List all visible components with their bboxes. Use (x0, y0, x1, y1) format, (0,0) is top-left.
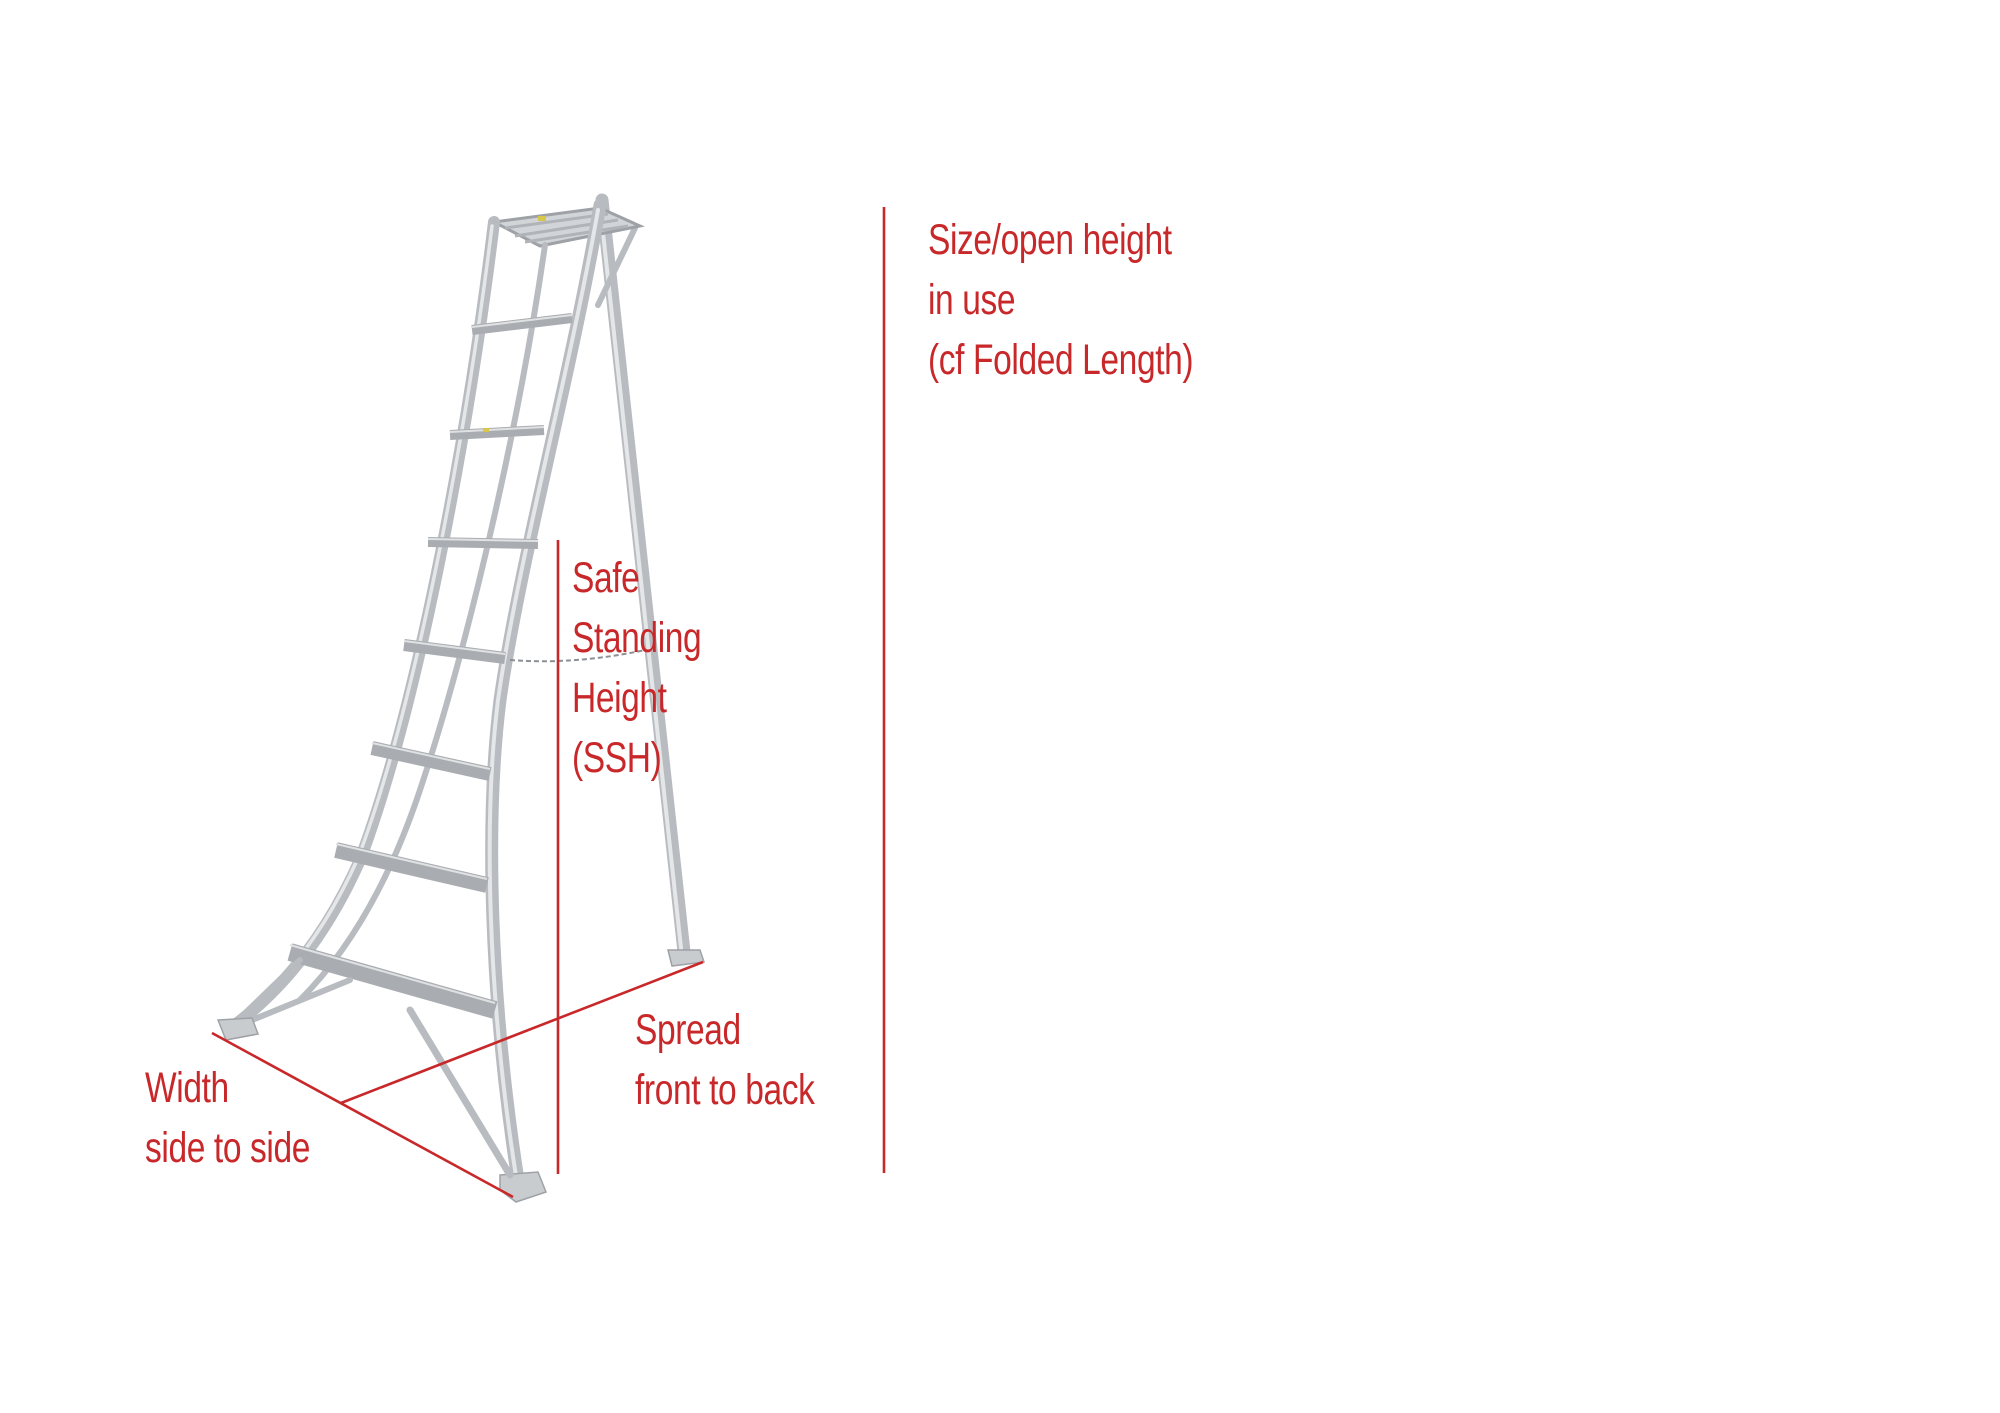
spread-label: Spread front to back (635, 1000, 815, 1120)
ssh-line-4: (SSH) (572, 734, 662, 782)
rungs (287, 313, 573, 1019)
front-left-foot (216, 1017, 260, 1041)
ssh-line-3: Height (572, 674, 667, 722)
front-right-foot (499, 1171, 547, 1203)
width-line-1: Width (145, 1064, 229, 1112)
back-pole (595, 193, 706, 967)
spread-line-2: front to back (635, 1066, 815, 1114)
ssh-line-2: Standing (572, 614, 702, 662)
width-label: Width side to side (145, 1058, 310, 1178)
back-foot (667, 949, 706, 967)
open-height-line-2: in use (928, 276, 1016, 324)
open-height-line-3: (cf Folded Length) (928, 336, 1194, 384)
bottom-braces (216, 957, 514, 1179)
safety-chain (509, 649, 646, 663)
ssh-line-1: Safe (572, 554, 640, 602)
spread-line (340, 960, 704, 1105)
open-height-label: Size/open height in use (cf Folded Lengt… (928, 210, 1194, 390)
width-line (211, 1031, 514, 1199)
open-height-line-1: Size/open height (928, 216, 1172, 264)
ssh-label: Safe Standing Height (SSH) (572, 548, 702, 788)
width-line-2: side to side (145, 1124, 310, 1172)
top-platform (489, 206, 645, 248)
spread-line-1: Spread (635, 1006, 741, 1054)
